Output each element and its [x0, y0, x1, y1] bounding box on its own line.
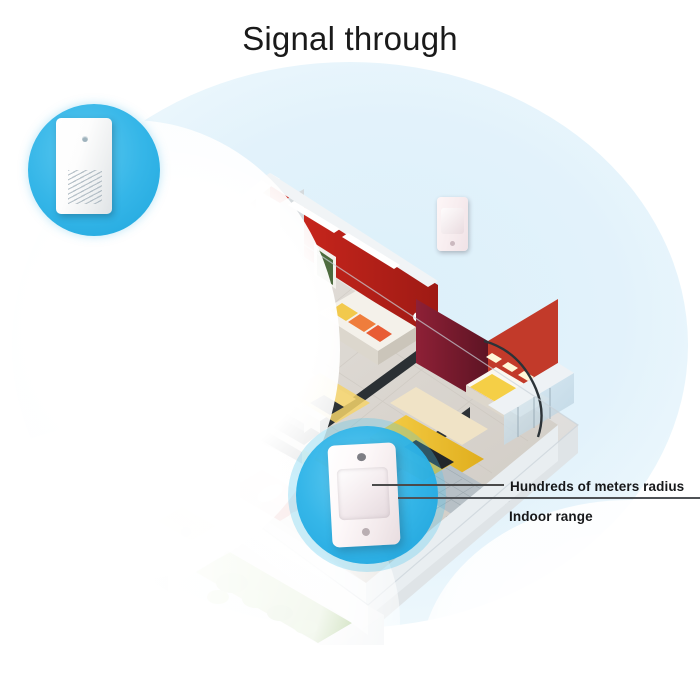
sensor-led-icon: [450, 241, 455, 246]
doorbell-receiver-device: [56, 118, 112, 214]
sensor-lens-icon: [441, 208, 464, 234]
callout-divider-line: [398, 497, 700, 499]
label-indoor-range: Indoor range: [509, 509, 593, 524]
led-indicator-icon: [82, 136, 88, 142]
label-hundreds-of-meters-radius: Hundreds of meters radius: [510, 479, 685, 494]
pir-lens-icon: [336, 466, 391, 521]
pir-led-icon: [361, 527, 371, 537]
page-title: Signal through: [242, 20, 458, 57]
pir-leader-line: [372, 484, 504, 486]
wall-mounted-sensor-device: [437, 197, 468, 251]
pir-top-indicator-icon: [356, 452, 367, 462]
speaker-grille-icon: [68, 170, 102, 204]
pir-motion-sensor-device: [327, 442, 401, 548]
